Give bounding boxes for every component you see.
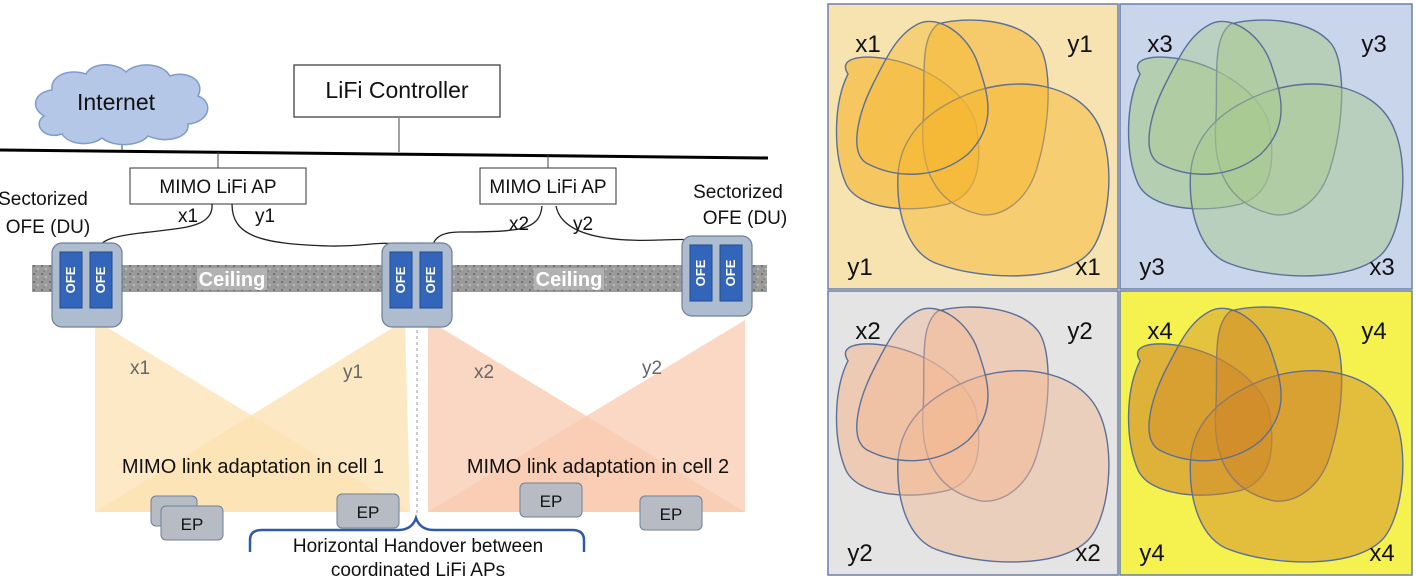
beam-label-x1: x1 (130, 358, 150, 379)
ofe-middle-a: OFE (393, 266, 408, 293)
quadrant-label-tl: x1 (855, 31, 880, 58)
ap2-port-y2: y2 (573, 214, 593, 235)
quadrant-label-bl: y3 (1139, 254, 1164, 281)
mimo-ap-2-label: MIMO LiFi AP (489, 177, 606, 198)
internet-label: Internet (77, 89, 156, 115)
beam-cell2-y2 (428, 320, 745, 512)
ofe-unit-left: OFE OFE (51, 242, 123, 328)
sectorized-left-line2: OFE (DU) (6, 217, 90, 238)
quadrant-label-br: x3 (1369, 254, 1394, 281)
beam-label-x2: x2 (474, 362, 494, 383)
quadrant-label-bl: y2 (847, 540, 872, 567)
ap1-port-x1: x1 (178, 206, 198, 227)
ep-label-1: EP (181, 515, 204, 534)
ap2-port-x2: x2 (509, 214, 529, 235)
ofe-left-b: OFE (93, 266, 108, 293)
quadrant-label-tl: x2 (855, 318, 880, 345)
ceiling-label-1: Ceiling (199, 269, 266, 291)
quadrant-label-tl: x3 (1147, 31, 1172, 58)
mimo-ap-1-label: MIMO LiFi AP (159, 177, 276, 198)
ofe-left-a: OFE (63, 266, 78, 293)
ep-device-2: EP (336, 493, 400, 529)
beam-cell1-y1 (95, 320, 410, 512)
coverage-blob (897, 370, 1110, 563)
quadrant-label-br: x2 (1075, 540, 1100, 567)
mimo-ap-1: MIMO LiFi AP (129, 167, 307, 205)
mimo-ap-2: MIMO LiFi AP (479, 167, 617, 205)
coverage-quadrant-1: x1 y1 y1 x1 (827, 3, 1119, 290)
cell1-caption: MIMO link adaptation in cell 1 (122, 456, 384, 478)
ofe-middle-b: OFE (423, 266, 438, 293)
quadrant-label-tr: y4 (1361, 318, 1386, 345)
ofe-right-b: OFE (723, 259, 738, 286)
coverage-blob (856, 307, 989, 462)
coverage-blob (856, 20, 989, 175)
quadrant-label-tr: y1 (1067, 31, 1092, 58)
coverage-blob (1148, 307, 1282, 462)
quadrant-label-tr: y3 (1361, 31, 1386, 58)
coverage-blob (1189, 83, 1404, 277)
ep-device-1: EP (160, 505, 224, 541)
internet-cloud: Internet (34, 64, 209, 146)
ofe-unit-right: OFE OFE (681, 235, 753, 317)
handover-caption-line2: coordinated LiFi APs (331, 560, 505, 579)
coverage-quadrant-4: x4 y4 y4 x4 (1119, 290, 1413, 576)
backhaul-bus (0, 148, 769, 160)
quadrant-label-tl: x4 (1147, 318, 1172, 345)
ep-label-3: EP (540, 492, 563, 511)
quadrant-label-br: x4 (1369, 540, 1394, 567)
quadrant-label-tr: y2 (1067, 318, 1092, 345)
lifi-controller-label: LiFi Controller (325, 77, 468, 103)
ep-device-4: EP (639, 495, 703, 531)
handover-brace (248, 514, 586, 552)
ep-label-4: EP (660, 505, 683, 524)
ep-label-2: EP (357, 503, 380, 522)
coverage-quadrant-3: x2 y2 y2 x2 (827, 290, 1119, 576)
sectorized-right-line1: Sectorized (693, 182, 783, 203)
cable-ap2-x2 (431, 205, 543, 253)
coverage-quadrant-2: x3 y3 y3 x3 (1119, 3, 1413, 290)
ep-device-3: EP (519, 482, 583, 518)
ofe-right-a: OFE (693, 259, 708, 286)
coverage-grid: x1 y1 y1 x1 x3 y3 y3 x3 x2 y2 y2 x2 x4 y4 y4 x4 (827, 3, 1413, 576)
handover-caption-line1: Horizontal Handover between (293, 536, 543, 557)
coverage-blob (1189, 370, 1404, 563)
ceiling-label-2: Ceiling (536, 269, 603, 291)
beam-label-y1: y1 (343, 362, 363, 383)
quadrant-label-bl: y1 (847, 254, 872, 281)
ap1-port-y1: y1 (255, 206, 275, 227)
cell2-caption: MIMO link adaptation in cell 2 (467, 456, 729, 478)
beam-label-y2: y2 (642, 358, 662, 379)
coverage-blob (897, 83, 1110, 277)
backhaul (0, 118, 769, 168)
quadrant-label-br: x1 (1075, 254, 1100, 281)
sectorized-right-line2: OFE (DU) (703, 208, 787, 229)
sectorized-left-line1: Sectorized (0, 189, 88, 210)
coverage-blob (1148, 20, 1282, 175)
quadrant-label-bl: y4 (1139, 540, 1164, 567)
light-beams (95, 300, 745, 515)
ofe-unit-middle: OFE OFE (381, 242, 453, 328)
lifi-controller: LiFi Controller (293, 64, 501, 118)
